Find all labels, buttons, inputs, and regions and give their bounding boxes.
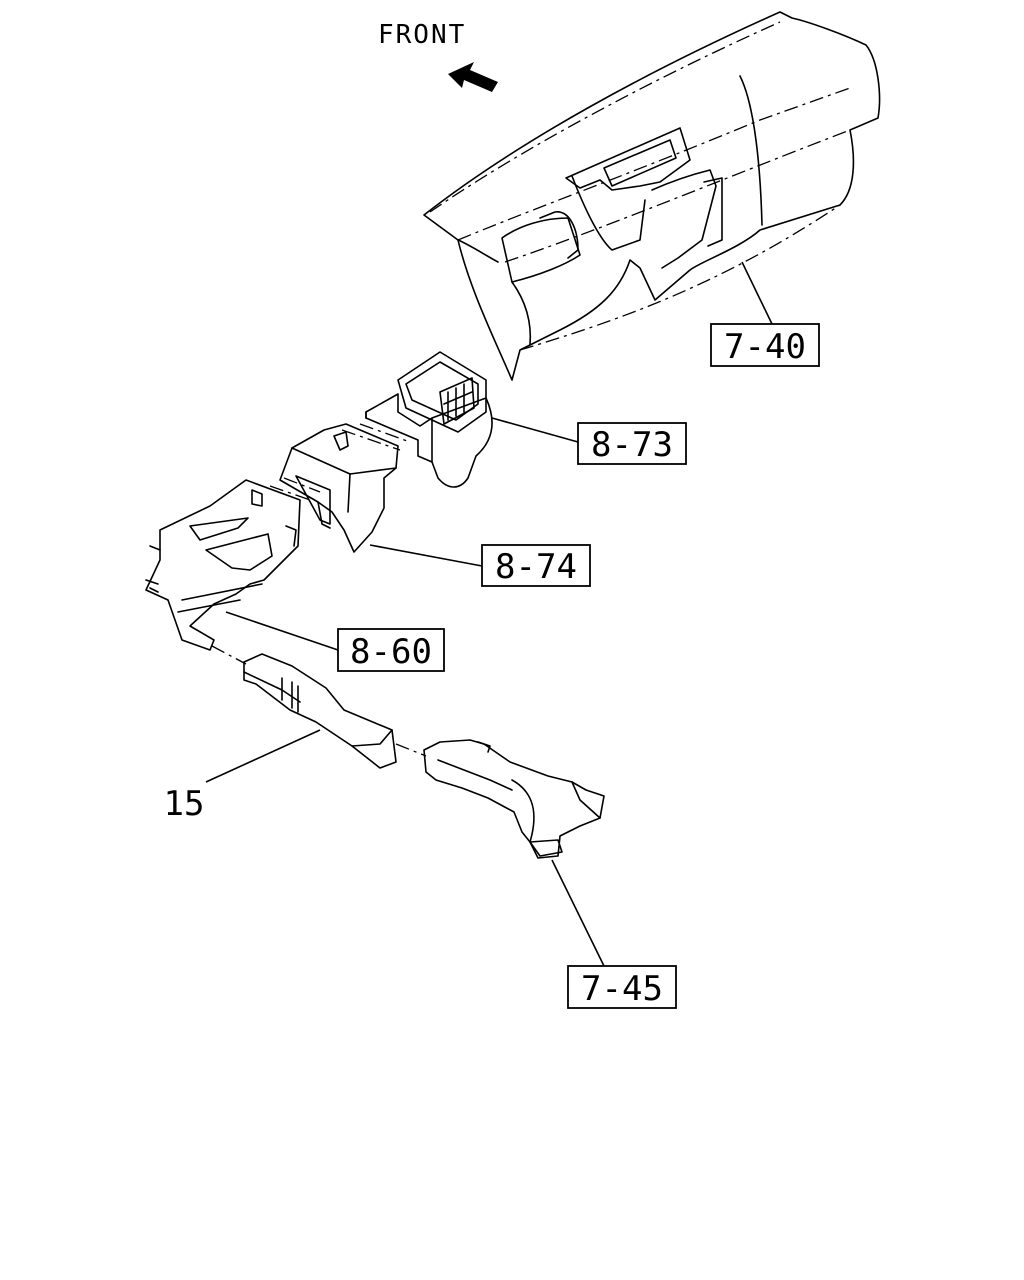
leader-7-40 [741,261,773,325]
dashboard-panel [423,11,881,381]
connector-dash-upper [341,423,411,451]
callout-8-74-label: 8-74 [495,547,577,587]
leader-8-74 [369,544,483,567]
leader-8-60 [225,611,339,651]
callout-8-73-label: 8-73 [591,425,673,465]
leader-15 [205,729,321,783]
connector-dash-pipe [395,743,427,757]
middle-duct [279,423,399,553]
vent-unit [365,351,493,488]
lower-duct [145,479,301,651]
leader-8-73 [491,417,579,443]
callout-8-73: 8-73 [577,422,687,465]
rear-pipe [243,653,397,769]
leader-7-45 [551,859,605,967]
callout-7-40: 7-40 [710,323,820,367]
connector-dash-middle [269,477,321,501]
callout-8-60-label: 8-60 [350,632,432,672]
front-direction-arrow-icon [448,62,498,92]
callout-8-60: 8-60 [337,628,445,672]
callout-8-74: 8-74 [481,544,591,587]
front-label: FRONT [378,20,466,50]
callout-15-label: 15 [164,784,205,824]
outlet-duct [423,739,605,859]
callout-7-45-label: 7-45 [581,969,663,1009]
callout-7-40-label: 7-40 [724,327,806,367]
callout-7-45: 7-45 [567,965,677,1009]
connector-dash-lower [211,645,247,665]
